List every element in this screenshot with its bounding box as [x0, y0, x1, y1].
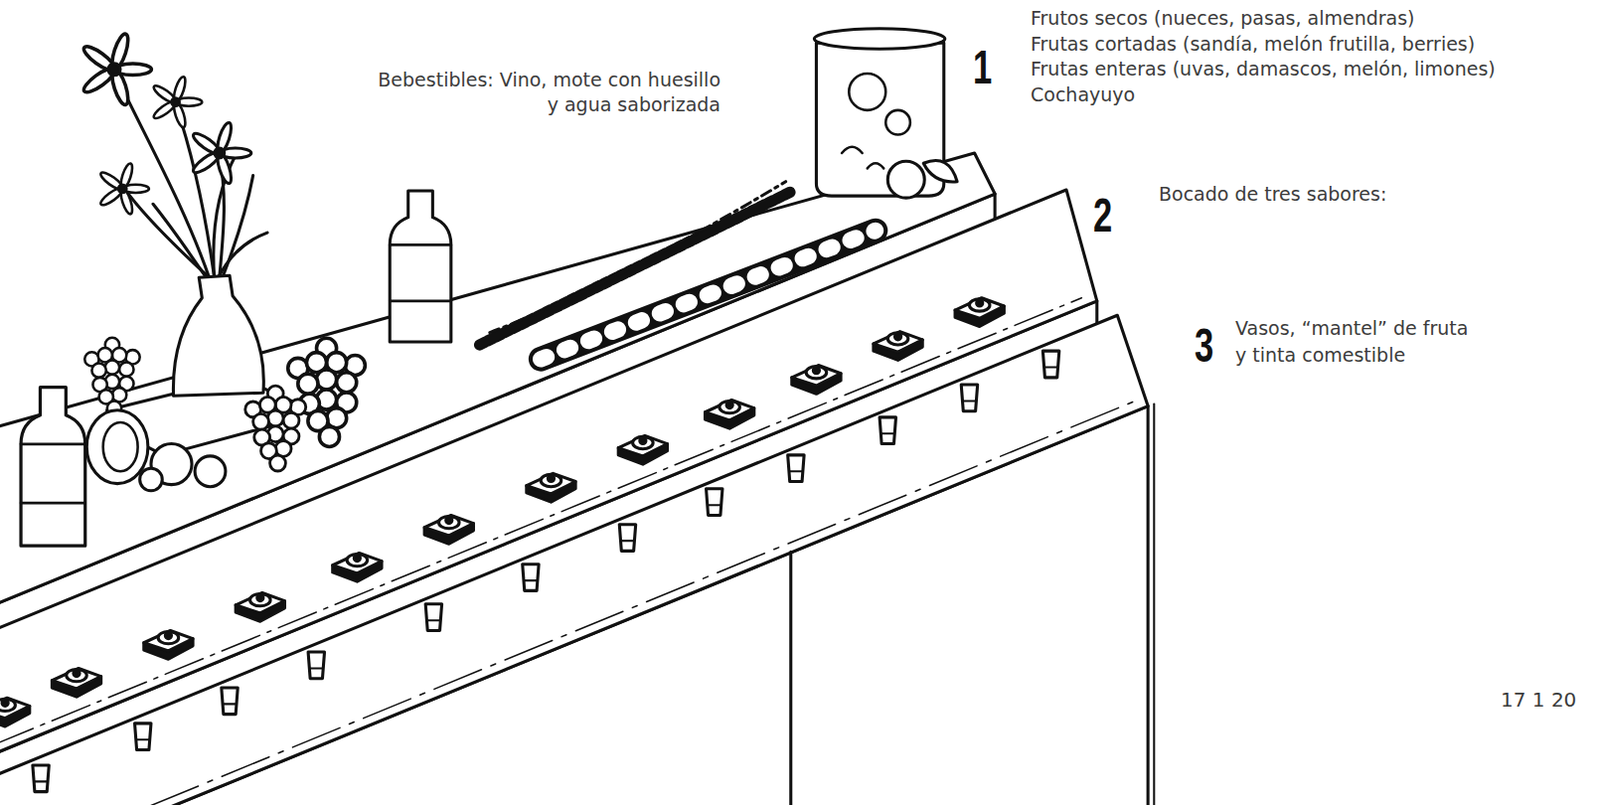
cup — [879, 417, 896, 445]
jar-contents — [841, 147, 884, 169]
cup — [522, 564, 539, 592]
grape-cluster — [84, 337, 140, 416]
vase — [172, 275, 264, 396]
bocado — [144, 630, 193, 659]
menu-item: Frutas enteras (uvas, damascos, melón, l… — [1030, 55, 1496, 82]
cup — [135, 723, 152, 751]
lemon-leaf — [923, 160, 958, 182]
bocado — [955, 298, 1004, 327]
cup — [1042, 350, 1059, 378]
flower — [190, 121, 252, 185]
grape-cluster — [245, 385, 307, 472]
menu-item: Vasos, “mantel” de fruta y tinta comesti… — [1235, 315, 1473, 369]
lemon — [887, 160, 925, 198]
dashed-line — [0, 401, 1133, 805]
cup — [706, 488, 723, 516]
cup — [308, 651, 324, 679]
leaf — [153, 203, 206, 278]
cup — [32, 765, 49, 793]
grape-cluster — [288, 337, 366, 447]
cup — [788, 455, 804, 482]
fruit — [194, 456, 226, 487]
bocado — [0, 697, 30, 727]
bocado — [618, 435, 667, 465]
menu-item: Frutos secos (nueces, pasas, almendras) — [1030, 4, 1416, 31]
bottle — [389, 190, 452, 342]
callout-number: 2 — [1093, 191, 1113, 240]
bocado — [526, 473, 576, 502]
flower — [98, 161, 150, 215]
menu-item: Cochayuyo — [1030, 81, 1135, 108]
lemon-slice — [885, 110, 911, 136]
bocado — [424, 514, 474, 544]
cup-row — [32, 350, 1060, 792]
menu-item: Bocado de tres sabores: — [1158, 180, 1387, 207]
jar-lid — [813, 28, 945, 50]
lemon-slice — [848, 73, 886, 111]
bocado — [51, 667, 101, 697]
menu-item: Frutas cortadas (sandía, melón frutilla,… — [1030, 30, 1475, 57]
cup — [960, 384, 977, 412]
melon-half — [86, 410, 149, 484]
drinks-note: Bebestibles: Vino, mote con huesillo y a… — [373, 67, 721, 118]
cabinet-divider — [789, 551, 793, 805]
flower — [80, 31, 152, 107]
callout-number: 1 — [972, 43, 992, 92]
bocado — [792, 365, 841, 395]
melon-inner — [103, 422, 139, 472]
fruit — [140, 468, 163, 491]
bocado — [705, 399, 755, 429]
bottle — [20, 387, 86, 547]
callout-number: 3 — [1194, 321, 1214, 370]
bottom-tier — [0, 315, 1154, 805]
bocado — [332, 552, 382, 582]
cup — [619, 524, 636, 552]
tier-top-face — [0, 315, 1148, 805]
cup — [425, 604, 442, 632]
flower-stem — [124, 188, 209, 278]
cup — [221, 687, 238, 715]
leaf — [218, 232, 268, 278]
date-text: 17 1 20 — [1500, 687, 1577, 712]
cabinet-edge — [1152, 404, 1155, 805]
bocado — [873, 331, 923, 361]
flower — [152, 75, 203, 129]
bocado — [235, 592, 285, 622]
